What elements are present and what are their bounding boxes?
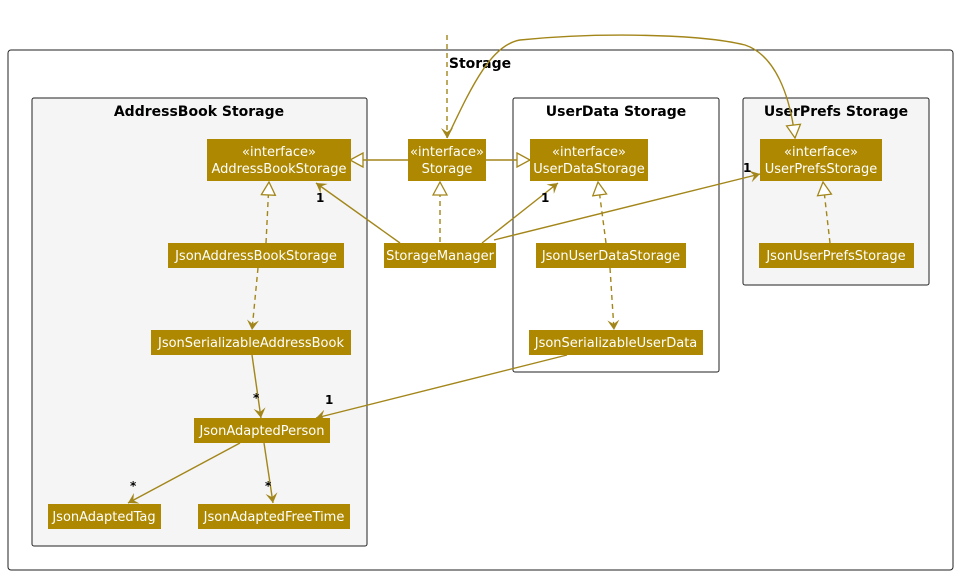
multiplicity-userprefsstorage: 1 — [743, 161, 751, 175]
edge-jsonuserprefsstorage-implements — [823, 182, 830, 244]
class-storage[interactable]: «interface» Storage — [408, 139, 486, 181]
class-jsonaddressbookstorage[interactable]: JsonAddressBookStorage — [168, 243, 344, 268]
class-addressbookstorage-name: AddressBookStorage — [212, 162, 347, 177]
class-addressbookstorage[interactable]: «interface» AddressBookStorage — [207, 139, 351, 181]
edge-storagemanager-userprefsstorage — [493, 170, 761, 241]
multiplicity-freetime: * — [265, 479, 272, 493]
addressbook-storage-package-title: AddressBook Storage — [114, 104, 284, 120]
class-userprefsstorage[interactable]: «interface» UserPrefsStorage — [760, 139, 882, 181]
edge-jsonaddressbookstorage-implements — [266, 182, 269, 244]
multiplicity-userdatastorage: 1 — [541, 191, 549, 205]
class-userdatastorage[interactable]: «interface» UserDataStorage — [530, 139, 648, 181]
class-jsonaddressbookstorage-name: JsonAddressBookStorage — [174, 249, 337, 264]
edge-jsonuserdatastorage-uses-serializable — [607, 267, 620, 331]
class-jsonserializableuserdata[interactable]: JsonSerializableUserData — [529, 330, 703, 355]
edge-serializableuserdata-person — [315, 354, 568, 422]
multiplicity-person-from-addressbook: * — [253, 391, 260, 405]
class-jsonuserprefsstorage[interactable]: JsonUserPrefsStorage — [759, 243, 914, 268]
class-userdatastorage-stereotype: «interface» — [552, 145, 626, 160]
class-addressbookstorage-stereotype: «interface» — [242, 145, 316, 160]
class-storagemanager[interactable]: StorageManager — [384, 243, 496, 268]
class-userprefsstorage-name: UserPrefsStorage — [765, 162, 878, 177]
multiplicity-person-from-userdata: 1 — [325, 393, 333, 407]
class-storage-stereotype: «interface» — [410, 145, 484, 160]
class-jsonadaptedfreetime-name: JsonAdaptedFreeTime — [203, 510, 345, 525]
edge-storagemanager-userdatastorage — [481, 182, 559, 244]
multiplicity-addressbookstorage: 1 — [316, 191, 324, 205]
class-jsonserializableaddressbook[interactable]: JsonSerializableAddressBook — [151, 330, 351, 355]
class-jsonuserdatastorage-name: JsonUserDataStorage — [541, 249, 680, 264]
class-jsonadaptedperson-name: JsonAdaptedPerson — [199, 424, 325, 439]
edge-storage-extends-userprefsstorage — [446, 34, 795, 138]
edges — [127, 34, 830, 504]
class-storagemanager-name: StorageManager — [386, 249, 495, 264]
class-storage-name: Storage — [422, 162, 473, 177]
class-jsonadaptedtag[interactable]: JsonAdaptedTag — [48, 504, 161, 529]
edge-person-tag — [127, 442, 241, 504]
edge-serializableaddressbook-person — [251, 354, 266, 419]
class-userdatastorage-name: UserDataStorage — [533, 162, 645, 177]
class-jsonadaptedfreetime[interactable]: JsonAdaptedFreeTime — [198, 504, 350, 529]
class-jsonserializableaddressbook-name: JsonSerializableAddressBook — [157, 336, 344, 351]
edge-jsonuserdatastorage-implements — [598, 182, 606, 244]
edge-person-freetime — [263, 442, 278, 504]
class-jsonadaptedperson[interactable]: JsonAdaptedPerson — [194, 418, 330, 443]
storage-package-title: Storage — [449, 56, 511, 72]
class-jsonadaptedtag-name: JsonAdaptedTag — [51, 510, 155, 525]
multiplicity-tag: * — [130, 479, 137, 493]
userprefs-storage-package-title: UserPrefs Storage — [764, 104, 908, 120]
edge-storagemanager-addressbookstorage — [315, 182, 401, 244]
class-userprefsstorage-stereotype: «interface» — [784, 145, 858, 160]
class-jsonuserdatastorage[interactable]: JsonUserDataStorage — [536, 243, 686, 268]
edge-jsonaddressbookstorage-uses-serializable — [246, 267, 259, 331]
class-jsonserializableuserdata-name: JsonSerializableUserData — [534, 336, 698, 351]
userdata-storage-package-title: UserData Storage — [546, 104, 686, 120]
class-jsonuserprefsstorage-name: JsonUserPrefsStorage — [765, 249, 905, 264]
